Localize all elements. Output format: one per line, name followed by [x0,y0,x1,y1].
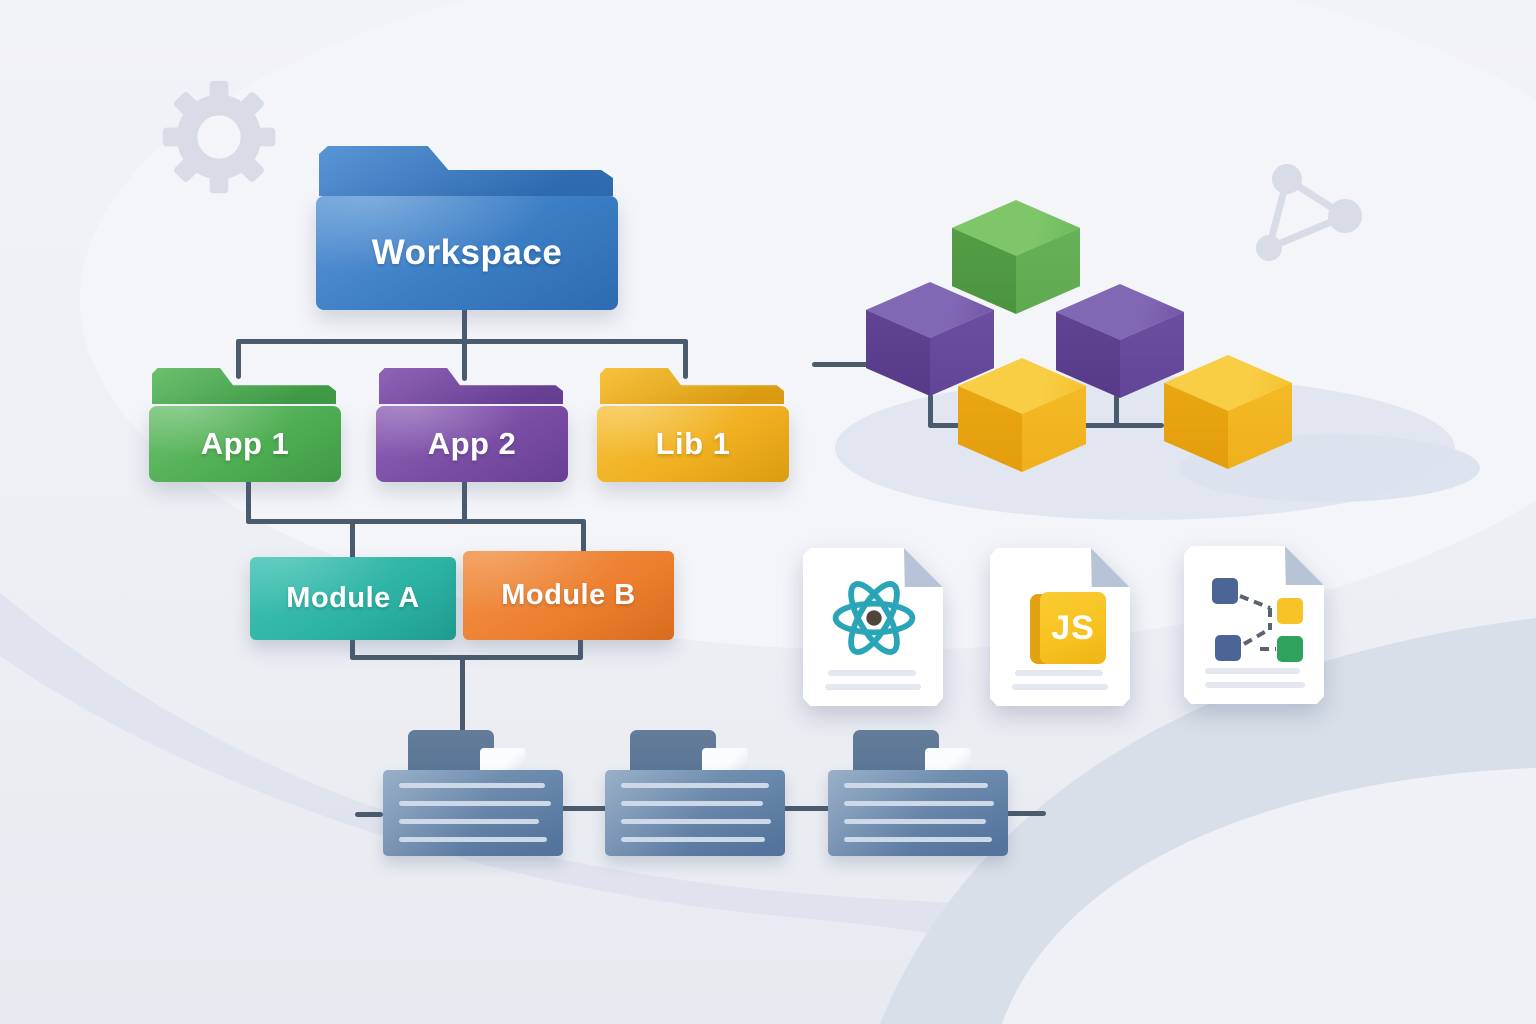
connector-line [350,655,583,660]
file-card-body [828,770,1008,856]
connector-line [928,394,933,428]
page-fold-icon [1091,548,1130,587]
diagram-node-blue [1212,578,1238,604]
file-card-tab [853,730,939,776]
background-band-dark [880,618,1536,1024]
js-icon: JS [1040,592,1106,664]
text-line [1205,668,1300,674]
connector-line [556,806,610,811]
text-line [399,783,545,788]
text-line [825,684,921,690]
connector-line [246,519,586,524]
module-a-box: Module A [250,557,456,640]
react-file-card [803,548,943,706]
workspace-label: Workspace [371,233,563,272]
text-line [399,837,547,842]
text-line [844,819,986,824]
app1-folder: App 1 [149,368,341,482]
diagram-file-card [1184,546,1324,704]
text-line [828,670,916,676]
module-a-label: Module A [286,582,420,614]
cube-green [952,200,1080,314]
text-line [844,783,988,788]
file-card [383,730,563,856]
connector-line [462,308,467,342]
workspace-folder: Workspace [316,146,618,310]
cube-yellow-right [1164,355,1292,469]
js-file-card: JS [990,548,1130,706]
file-card-tab [630,730,716,776]
connector-line [1114,394,1119,428]
file-card-body [383,770,563,856]
module-b-label: Module B [501,579,636,611]
connector-line [462,339,467,381]
diagram-node-yellow [1277,598,1303,624]
folder-tab [379,368,563,404]
text-line [621,801,763,806]
text-line [621,837,765,842]
text-line [399,801,551,806]
react-icon [832,581,916,655]
diagram-node-green [1277,636,1303,662]
file-card-body [605,770,785,856]
app2-folder: App 2 [376,368,568,482]
connector-line [780,806,834,811]
js-badge-text: JS [1051,608,1095,647]
lib1-folder: Lib 1 [597,368,789,482]
text-line [621,819,771,824]
connector-line [812,362,870,367]
share-network-icon [1256,164,1362,261]
app2-label: App 2 [427,426,517,461]
connector-line [350,519,355,561]
text-line [621,783,769,788]
folder-tab [319,146,613,196]
folder-front: App 1 [149,406,341,482]
background-swoosh-left [0,592,1245,1024]
connector-line [581,519,586,555]
text-line [844,801,994,806]
file-card-tab [408,730,494,776]
folder-front: App 2 [376,406,568,482]
connector-line [683,339,688,379]
file-card [828,730,1008,856]
text-line [399,819,539,824]
text-line [1015,670,1103,676]
gear-icon [162,80,276,194]
text-line [844,837,992,842]
folder-front: Workspace [316,196,618,310]
cube-yellow-left [958,358,1086,472]
connector-line [1004,811,1046,816]
text-line [1012,684,1108,690]
connector-line [355,812,383,817]
connector-line [350,638,355,660]
connector-line [462,478,467,524]
connector-line [246,478,251,524]
folder-front: Lib 1 [597,406,789,482]
folder-tab [152,368,336,404]
file-card [605,730,785,856]
connector-line [236,339,241,379]
folder-tab [600,368,784,404]
diagram-icon [1239,594,1276,651]
connector-line [460,655,465,732]
connector-line [578,638,583,660]
background-corner-light [1002,768,1536,1024]
text-line [1205,682,1305,688]
module-b-box: Module B [463,551,674,640]
diagram-node-blue [1215,635,1241,661]
lib1-label: Lib 1 [655,426,731,461]
app1-label: App 1 [200,426,290,461]
